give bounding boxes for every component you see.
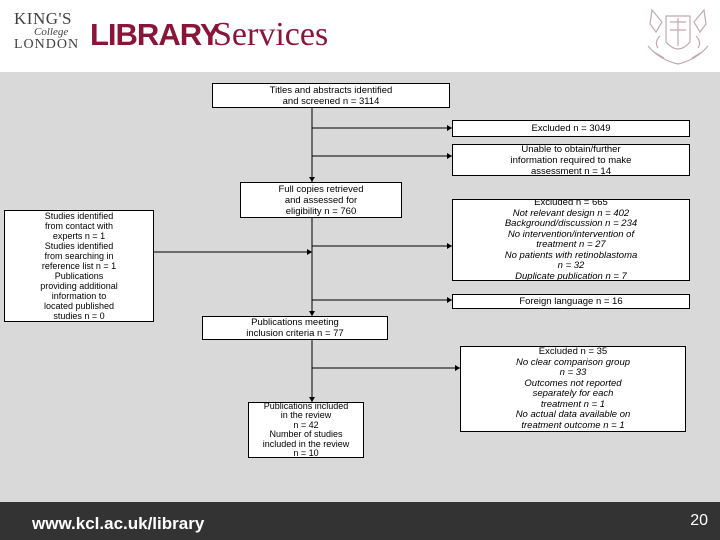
box-included-line5: included in the review [262, 438, 350, 449]
box-included-line1: Publications included [263, 402, 349, 411]
other-sources-line3: experts n = 1 [52, 231, 106, 241]
other-sources-line2: from contact with [44, 221, 114, 231]
excluded-2-reason-5: No patients with retinoblastoma [504, 249, 638, 261]
box-full-copies-line3: eligibility n = 760 [285, 205, 357, 217]
services-title: Services [213, 16, 329, 53]
box-full-copies: Full copies retrieved and assessed for e… [240, 182, 402, 218]
excluded-3-reason-4: separately for each [532, 388, 614, 399]
excluded-3-reason-1: No clear comparison group [515, 356, 631, 368]
other-sources-line10: located published [43, 301, 115, 311]
header-bar: KING'S College LONDON LIBRARY Services [0, 0, 720, 72]
other-sources-line11: studies n = 0 [53, 311, 105, 321]
logo-line-college: College [34, 26, 69, 38]
box-included: Publications included in the review n = … [248, 402, 364, 458]
logo-line-kings: KING'S [14, 9, 73, 28]
library-url-link[interactable]: www.kcl.ac.uk/library [32, 514, 205, 533]
box-unable-line3: assessment n = 14 [530, 165, 611, 176]
other-sources-line6: reference list n = 1 [41, 261, 117, 271]
box-included-line6: n = 10 [293, 448, 319, 458]
box-other-sources: Studies identified from contact with exp… [4, 210, 154, 322]
box-excluded-2: Excluded n = 665 Not relevant design n =… [452, 199, 690, 281]
excluded-2-reason-6: n = 32 [557, 260, 585, 271]
flow-diagram: Titles and abstracts identified and scre… [0, 72, 720, 502]
excluded-2-reason-7: Duplicate publication n = 7 [515, 270, 627, 281]
box-identified-line1: Titles and abstracts identified [269, 84, 393, 96]
footer-bar: www.kcl.ac.uk/library 20 [0, 502, 720, 540]
box-full-copies-line1: Full copies retrieved [278, 183, 364, 195]
box-excluded-3-title: Excluded n = 35 [538, 346, 608, 357]
box-meeting-criteria: Publications meeting inclusion criteria … [202, 316, 388, 340]
logo-line-london: LONDON [14, 37, 80, 52]
kings-college-logo[interactable]: KING'S College LONDON [14, 10, 79, 52]
other-sources-line8: providing additional [40, 281, 118, 291]
box-included-line3: n = 42 [293, 419, 319, 430]
other-sources-line5: from searching in [44, 251, 114, 261]
other-sources-line9: information to [51, 291, 107, 301]
box-excluded-2-title: Excluded n = 665 [534, 199, 608, 208]
excluded-2-reason-2: Background/discussion n = 234 [504, 218, 638, 229]
box-included-line2: in the review [280, 410, 332, 420]
flow-connectors [154, 108, 460, 402]
other-sources-line7: Publications [54, 271, 104, 281]
excluded-3-reason-2: n = 33 [559, 367, 587, 378]
box-unable-line1: Unable to obtain/further [521, 144, 621, 155]
excluded-3-reason-7: treatment outcome n = 1 [521, 419, 625, 431]
box-meeting-line1: Publications meeting [251, 317, 339, 328]
excluded-2-reason-1: Not relevant design n = 402 [512, 207, 630, 219]
excluded-3-reason-5: treatment n = 1 [540, 398, 606, 410]
other-sources-line1: Studies identified [44, 211, 114, 221]
box-unable-line2: information required to make [510, 154, 632, 166]
excluded-3-reason-6: No actual data available on [515, 409, 631, 420]
box-identified-line2: and screened n = 3114 [282, 95, 380, 107]
excluded-3-reason-3: Outcomes not reported [524, 377, 622, 389]
box-full-copies-line2: and assessed for [284, 194, 358, 206]
box-identified: Titles and abstracts identified and scre… [212, 83, 450, 108]
box-foreign-language-text: Foreign language n = 16 [519, 296, 623, 307]
other-sources-line4: Studies identified [44, 241, 114, 251]
box-excluded-3: Excluded n = 35 No clear comparison grou… [460, 346, 686, 432]
excluded-2-reason-3: No intervention/intervention of [507, 228, 635, 240]
box-foreign-language: Foreign language n = 16 [452, 294, 690, 309]
box-meeting-line2: inclusion criteria n = 77 [246, 328, 344, 339]
kings-college-crest-icon [647, 8, 709, 65]
box-included-line4: Number of studies [269, 429, 343, 439]
box-excluded-1: Excluded n = 3049 [452, 120, 690, 137]
library-title: LIBRARY [90, 17, 221, 52]
box-excluded-1-text: Excluded n = 3049 [531, 123, 611, 134]
page-number: 20 [690, 512, 708, 529]
excluded-2-reason-4: treatment n = 27 [536, 239, 606, 250]
box-unable: Unable to obtain/further information req… [452, 144, 690, 176]
